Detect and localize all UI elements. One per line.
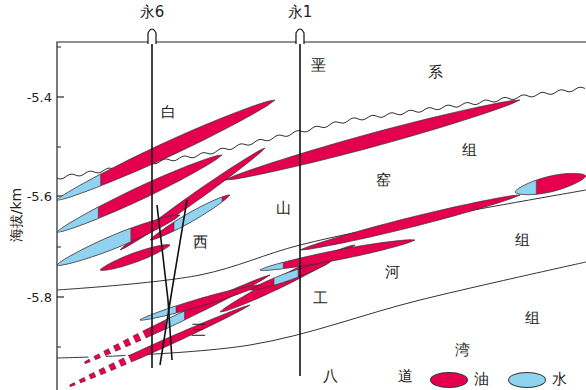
well-trace: [299, 42, 301, 376]
uncertain-sand: [80, 334, 147, 366]
formation-name: 道: [398, 369, 413, 384]
legend-swatch: [430, 372, 468, 388]
well-name: 永1: [288, 5, 313, 20]
oil-sand: [225, 100, 520, 180]
fault-line: [160, 200, 187, 365]
water-sand: [174, 197, 222, 231]
minor-tick: [57, 347, 61, 348]
oil-sand: [80, 275, 270, 365]
oil-sand: [515, 173, 586, 194]
major-tick: [57, 96, 64, 97]
uncertain-sand: [65, 359, 130, 388]
minor-tick: [57, 47, 61, 48]
formation-name: 白: [161, 105, 176, 120]
oil-sand: [140, 285, 260, 320]
formation-name: 组: [515, 233, 530, 248]
water-sand: [515, 180, 536, 194]
well-symbol: [296, 29, 304, 44]
oil-sand: [250, 262, 330, 290]
legend-label: 油: [474, 370, 489, 389]
formation-name: 系: [428, 65, 443, 80]
axis-frame: [57, 42, 586, 390]
formation-name: 组: [462, 143, 477, 158]
oil-sand: [150, 195, 230, 240]
legend-swatch: [508, 372, 546, 388]
formation-name: 三: [191, 323, 206, 338]
minor-tick: [57, 147, 61, 148]
formation-name: 山: [276, 201, 291, 216]
oil-sand: [100, 245, 170, 271]
well-name: 永6: [140, 5, 165, 20]
formation-boundary: [57, 262, 586, 358]
tick-label: -5.6: [27, 190, 52, 203]
well-symbol: [148, 29, 156, 44]
well-trace: [151, 42, 153, 368]
formation-name: 组: [525, 311, 540, 326]
legend-entry: 水: [508, 370, 567, 389]
formation-name: 湾: [455, 343, 470, 358]
major-tick: [57, 296, 64, 297]
formation-name: 河: [385, 265, 400, 280]
tick-label: -5.4: [27, 91, 52, 104]
tick-label: -5.8: [27, 291, 52, 304]
formation-name: 西: [193, 235, 208, 250]
water-sand: [140, 306, 176, 320]
water-sand: [57, 207, 98, 232]
legend-entry: 油: [430, 370, 489, 389]
water-sand: [57, 174, 101, 200]
water-sand: [260, 262, 283, 270]
axis-title: 海拔/km: [9, 188, 23, 242]
formation-name: 八: [323, 369, 338, 384]
formation-name: 垩: [311, 58, 326, 73]
legend-label: 水: [552, 370, 567, 389]
minor-tick: [57, 247, 61, 248]
formation-name: 工: [313, 291, 328, 306]
formation-name: 窑: [376, 173, 391, 188]
oil-sand: [65, 305, 250, 388]
water-sand: [274, 269, 298, 285]
